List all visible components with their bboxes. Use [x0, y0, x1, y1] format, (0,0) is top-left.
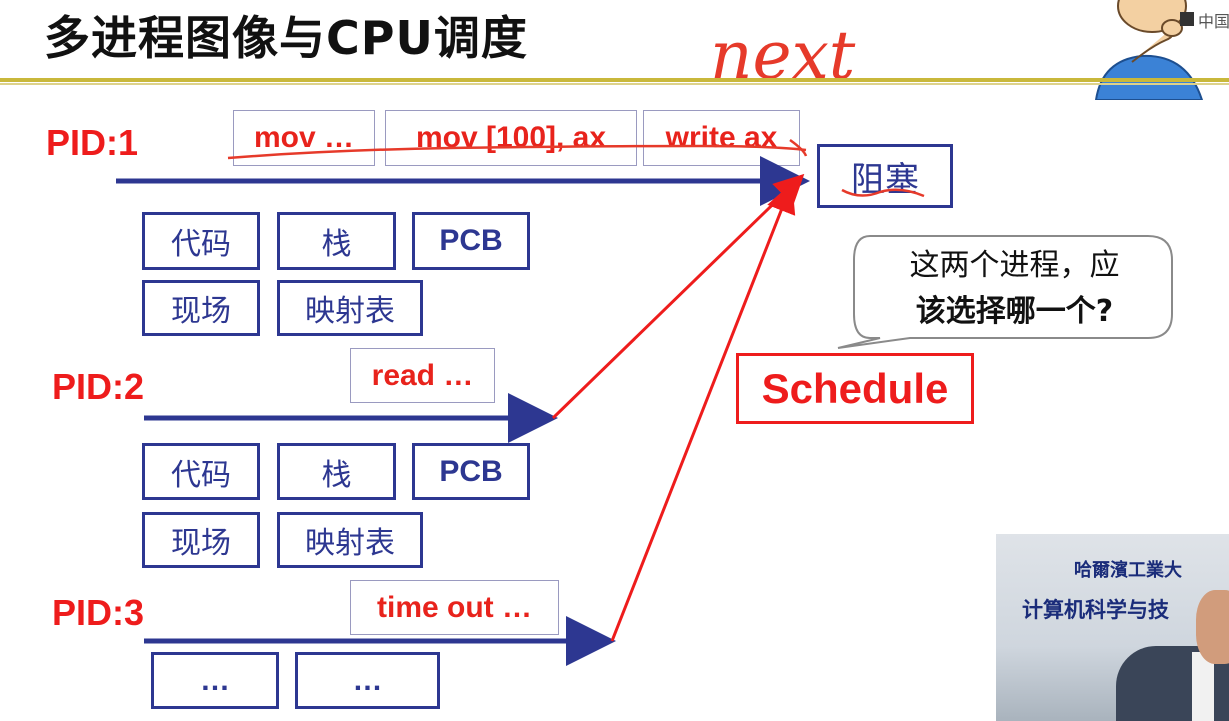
blocked-state-box: 阻塞: [817, 144, 953, 208]
corner-watermark: 中国: [1198, 12, 1229, 31]
video-sign-line-1: 哈爾濱工業大: [1074, 560, 1182, 581]
pid1-block-mapping-table: 映射表: [277, 280, 423, 336]
pid1-block-context: 现场: [142, 280, 260, 336]
pid3-instruction-1: time out …: [350, 580, 559, 635]
pid1-label: PID:1: [46, 122, 139, 163]
schedule-box: Schedule: [736, 353, 974, 424]
pid2-label: PID:2: [52, 366, 145, 407]
switch-arrow-pid2: [551, 173, 805, 420]
pid2-block-code: 代码: [142, 443, 260, 500]
strikethrough-mark: [227, 144, 807, 160]
pid1-block-stack: 栈: [277, 212, 396, 270]
pid2-instruction-1: read …: [350, 348, 495, 403]
speech-bubble: [837, 235, 1173, 349]
pid3-block-1: …: [151, 652, 279, 709]
underline-mark: [841, 188, 925, 198]
lecturer-video-inset: 哈爾濱工業大 计算机科学与技: [996, 534, 1229, 721]
lecturer-head: [1196, 590, 1229, 664]
pid3-block-2: …: [295, 652, 440, 709]
pid1-block-code: 代码: [142, 212, 260, 270]
pid1-block-pcb: PCB: [412, 212, 530, 270]
pid3-label: PID:3: [52, 592, 145, 633]
corner-square-icon: [1180, 12, 1194, 26]
pid1-instruction-2: mov [100], ax: [385, 110, 637, 166]
slide-title: 多进程图像与CPU调度: [44, 11, 528, 65]
pid2-block-pcb: PCB: [412, 443, 530, 500]
pid2-block-context: 现场: [142, 512, 260, 568]
switch-arrow-pid3: [610, 182, 796, 642]
pid2-block-stack: 栈: [277, 443, 396, 500]
video-sign-line-2: 计算机科学与技: [1022, 598, 1169, 622]
bubble-line-1: 这两个进程，应: [909, 248, 1120, 283]
bubble-line-2: 该选择哪一个?: [915, 294, 1114, 329]
pid2-block-mapping-table: 映射表: [277, 512, 423, 568]
title-divider: [0, 78, 1229, 88]
